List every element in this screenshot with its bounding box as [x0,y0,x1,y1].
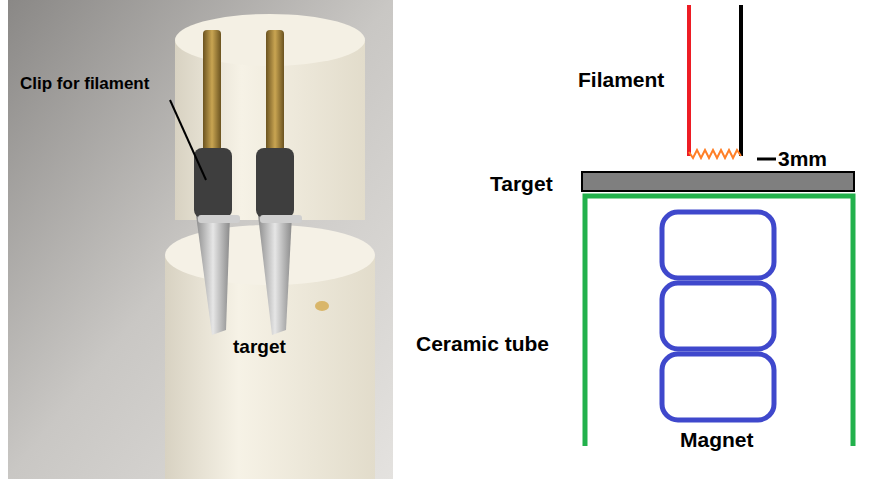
filament-lead-black [739,5,743,156]
clip-spring [260,215,302,223]
target-hole [315,301,329,311]
magnet [662,212,774,278]
photo-background [8,0,393,479]
target-plate [582,172,854,191]
clip-spring [198,215,240,223]
filament-lead-red [687,5,691,156]
leader-line [170,100,206,180]
part-label: Ceramic tube [416,332,549,356]
ceramic-tube [585,196,853,446]
part-label: target [233,336,286,358]
clip-jaw [258,215,292,335]
clip-jaw [196,215,230,335]
part-label: Target [490,172,553,196]
brass-rod [203,30,221,160]
filament-coil [689,150,741,158]
filament-clip [194,148,232,218]
magnet [662,283,774,349]
magnet [662,354,774,420]
filament-clip [256,148,294,218]
part-label: Magnet [680,428,754,452]
part-label: Clip for filament [20,74,149,94]
brass-rod [266,30,284,160]
part-label: Filament [578,68,664,92]
dimension-tick [757,158,776,161]
dimension-label: 3mm [778,147,827,171]
